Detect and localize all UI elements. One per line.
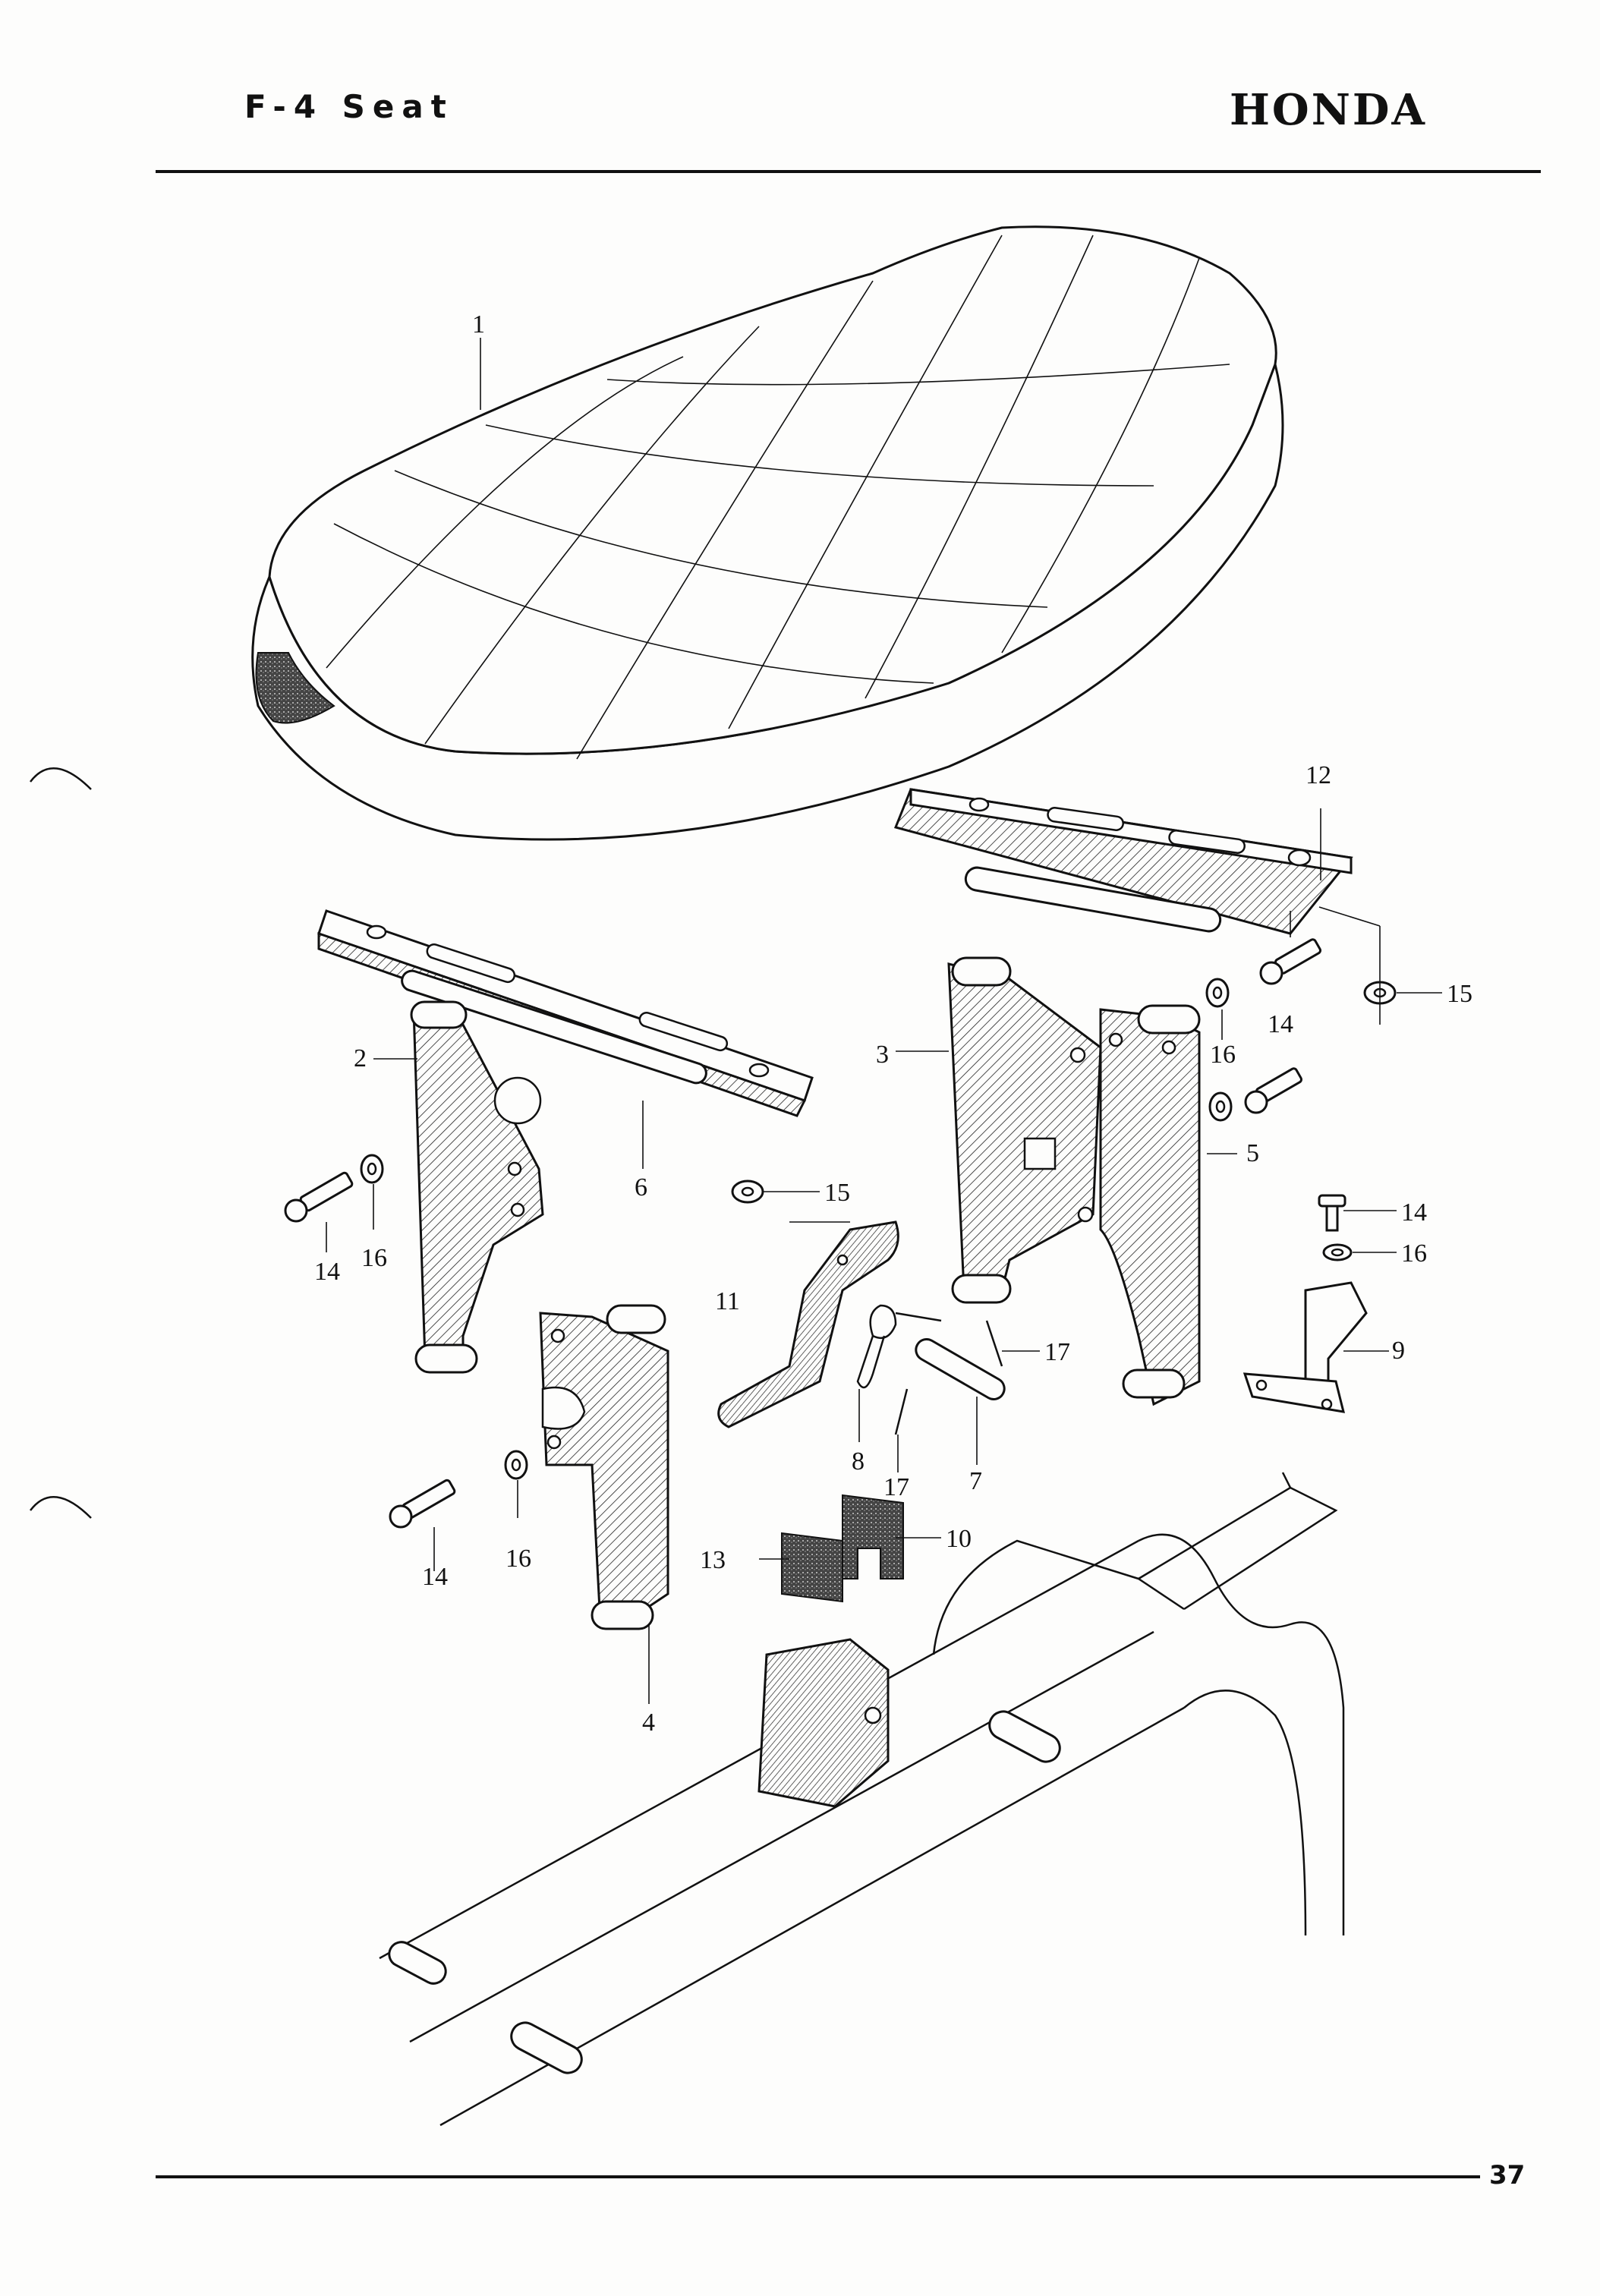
latch-lever-part-11 xyxy=(717,1220,899,1428)
spring-part-8 xyxy=(856,1304,942,1389)
callout-15a: 15 xyxy=(1447,980,1472,1008)
cotter-pin-part-17b xyxy=(894,1388,909,1435)
callout-16b: 16 xyxy=(1401,1239,1427,1268)
seat-quilting xyxy=(326,235,1230,760)
callout-14b: 14 xyxy=(1401,1198,1427,1227)
brand-logo: HONDA xyxy=(1230,85,1427,135)
hinge-part-3 xyxy=(947,956,1102,1304)
page-number: 37 xyxy=(1489,2160,1526,2190)
bolt-part-14e xyxy=(1244,1067,1303,1114)
washer-part-16d xyxy=(1322,1243,1353,1261)
callout-7: 7 xyxy=(969,1467,982,1495)
leader-lines xyxy=(326,338,1442,1704)
callout-8: 8 xyxy=(852,1447,865,1476)
frame-stud-left xyxy=(388,1941,447,1985)
washer-part-16e xyxy=(1208,1091,1233,1122)
cotter-pin-part-17a xyxy=(985,1320,1003,1367)
binder-hole-mark xyxy=(30,767,92,790)
bracket-part-9 xyxy=(1243,1281,1368,1413)
callout-6: 6 xyxy=(635,1173,647,1202)
frame-stud-upper xyxy=(988,1710,1061,1763)
washer-part-16b xyxy=(504,1450,528,1480)
hinge-part-5 xyxy=(1099,1004,1201,1406)
callout-16c: 16 xyxy=(361,1244,387,1272)
bolt-part-14a xyxy=(284,1171,354,1223)
bolt-part-14b xyxy=(389,1479,456,1529)
bracket-part-6 xyxy=(317,909,814,1117)
bolt-part-14d xyxy=(1318,1194,1346,1232)
callout-3: 3 xyxy=(876,1041,889,1069)
callout-16a: 16 xyxy=(1210,1041,1236,1069)
callout-9: 9 xyxy=(1392,1337,1405,1365)
callout-14c: 14 xyxy=(314,1258,340,1286)
hinge-part-2 xyxy=(410,1000,544,1374)
callout-12: 12 xyxy=(1306,761,1331,789)
callout-10: 10 xyxy=(946,1525,972,1553)
seat-skirt xyxy=(255,652,335,724)
frame-outline xyxy=(379,1472,1345,2127)
cushion-part-13 xyxy=(781,1532,843,1603)
callout-4: 4 xyxy=(642,1709,655,1737)
callout-2: 2 xyxy=(354,1044,367,1072)
callout-1: 1 xyxy=(472,310,485,339)
seat-top xyxy=(268,225,1277,755)
callout-17b: 17 xyxy=(883,1473,909,1501)
callout-15b: 15 xyxy=(824,1179,850,1207)
callout-13: 13 xyxy=(700,1546,726,1574)
binder-hole-mark xyxy=(30,1495,92,1519)
pin-part-7 xyxy=(915,1338,1006,1400)
callout-14d: 14 xyxy=(422,1563,448,1591)
washer-part-16a xyxy=(360,1154,384,1184)
callout-11: 11 xyxy=(715,1287,740,1315)
bracket-part-12 xyxy=(893,788,1353,935)
frame-stud-lower xyxy=(510,2021,583,2074)
nut-part-15a xyxy=(731,1179,764,1204)
bolt-part-14c xyxy=(1259,938,1322,985)
callout-16d: 16 xyxy=(506,1545,531,1573)
page-title: F-4 Seat xyxy=(244,88,454,125)
washer-part-16c xyxy=(1205,978,1230,1008)
callout-17a: 17 xyxy=(1044,1338,1070,1366)
seat-hinge-mount xyxy=(757,1638,890,1808)
cushion-part-10 xyxy=(842,1494,904,1579)
callout-14a: 14 xyxy=(1268,1010,1293,1038)
hinge-part-4 xyxy=(539,1304,669,1630)
callout-5: 5 xyxy=(1246,1139,1259,1167)
seat-part-1 xyxy=(251,225,1284,841)
callouts: 1 2 3 4 5 6 7 8 9 10 11 12 13 14 14 14 1… xyxy=(314,310,1472,1737)
